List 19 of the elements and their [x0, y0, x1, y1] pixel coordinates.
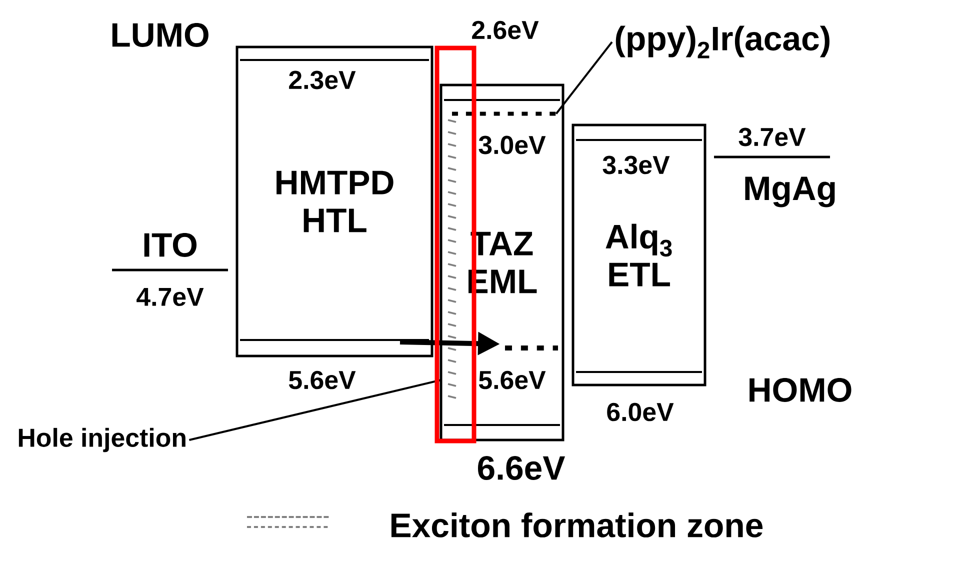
leader-line	[555, 41, 613, 114]
legend-text: Exciton formation zone	[391, 512, 763, 538]
energy-label: ITO	[144, 233, 197, 257]
callout-text: Hole injection	[18, 428, 186, 452]
energy-label: 3.3eV	[602, 156, 670, 174]
energy-label: 5.6eV	[288, 370, 356, 390]
energy-label: 6.6eV	[478, 456, 566, 480]
dopant-level-line	[452, 112, 556, 116]
energy-label: 4.7eV	[136, 288, 204, 306]
energy-label: LUMO	[112, 23, 208, 47]
energy-label: 5.6eV	[478, 370, 546, 390]
leader-line	[188, 379, 442, 441]
energy-label: HOMO	[750, 378, 852, 402]
energy-label: 3.0eV	[478, 136, 546, 154]
energy-label: MgAg	[745, 176, 835, 208]
energy-label: 3.7eV	[738, 128, 806, 146]
energy-label: 2.3eV	[289, 70, 356, 90]
energy-label: 2.6eV	[472, 20, 539, 40]
material-label: (ppy)$_{2}$Ir(acac)	[616, 26, 830, 58]
